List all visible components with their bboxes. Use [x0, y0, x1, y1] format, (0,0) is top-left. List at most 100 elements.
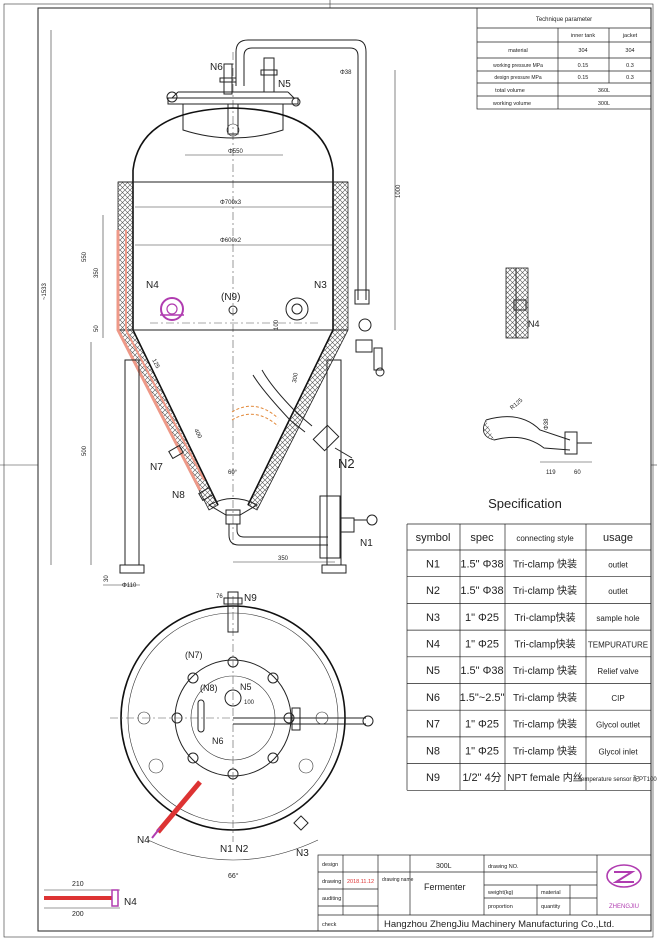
tb-date: 2018.11.12 — [347, 879, 374, 885]
n9-port-elevation — [228, 305, 238, 315]
dim-h550: 550 — [82, 251, 88, 262]
spec-cell-symbol: N3 — [426, 612, 440, 624]
spec-cell-symbol: N5 — [426, 665, 440, 677]
spec-cell-style: Tri-clamp快装 — [514, 637, 575, 650]
plan-label-n9: N9 — [244, 593, 257, 604]
tb-drawing: drawing — [322, 879, 341, 885]
n3-port-elevation — [285, 297, 309, 321]
label-n9: (N9) — [221, 292, 240, 303]
spec-cell-usage: TEMPURATURE — [588, 640, 648, 649]
elevation-labels: N6 N5 N4 N3 (N9) N7 N8 N2 N1 Φ38 Φ550 Φ7… — [42, 62, 402, 589]
plan-label-n4: N4 — [137, 835, 150, 846]
label-n7: N7 — [150, 462, 163, 473]
spec-cell-symbol: N1 — [426, 558, 440, 570]
tech-row-inner: 360L — [598, 88, 610, 94]
detail-n4-label: N4 — [528, 319, 540, 329]
spec-cell-spec: 1/2" 4分 — [462, 771, 501, 784]
spec-cell-symbol: N6 — [426, 692, 440, 704]
label-n2: N2 — [338, 456, 355, 471]
spec-cell-spec: 1" Φ25 — [465, 638, 499, 650]
dim-h500: 500 — [82, 445, 88, 456]
spec-cell-usage: Glycol inlet — [598, 747, 638, 756]
dim-d110: Φ110 — [122, 583, 137, 589]
n2-outlet — [252, 369, 353, 459]
tank-legs — [119, 359, 347, 574]
spec-cell-usage: Relief valve — [597, 667, 639, 676]
dim-d700x3: Φ700x3 — [220, 200, 242, 206]
tb-proportion: proportion — [488, 904, 513, 910]
technique-parameter-table: Technique parameter inner tank jacket ma… — [476, 7, 652, 110]
spec-cell-style: NPT female 内丝 — [507, 771, 582, 784]
dim-h1533: ~1533 — [42, 282, 48, 300]
spec-cell-usage: CIP — [611, 694, 624, 703]
tech-header-jacket: jacket — [622, 33, 638, 39]
plan-label-n7: (N7) — [185, 650, 203, 660]
tech-row-inner: 304 — [578, 48, 587, 54]
tech-row-inner: 300L — [598, 101, 610, 107]
dim-h30: 30 — [104, 575, 110, 582]
dim-d600x2: Φ600x2 — [220, 238, 242, 244]
dim-d60: 60 — [574, 470, 581, 476]
dim-r125: R125 — [509, 397, 524, 411]
spec-cell-symbol: N8 — [426, 745, 440, 757]
dim-n4-210: 210 — [72, 881, 84, 888]
tech-row-inner: 0.15 — [578, 75, 589, 81]
tb-auditing: auditing — [322, 896, 341, 902]
tech-row-label: total volume — [495, 88, 525, 94]
dim-l125: 125 — [150, 358, 160, 370]
tech-table-title: Technique parameter — [536, 17, 592, 23]
dim-pd100: 100 — [244, 700, 255, 706]
spec-cell-style: Tri-clamp 快装 — [513, 744, 577, 757]
dim-h1000: 1000 — [396, 184, 402, 198]
company-logo: ZHENGJIU — [606, 864, 642, 910]
spec-cell-spec: 1" Φ25 — [465, 745, 499, 757]
tb-design: design — [322, 862, 338, 868]
spec-cell-spec: 1.5" Φ38 — [460, 585, 503, 597]
spec-cell-usage: sample hole — [596, 614, 640, 623]
elevation-view — [50, 30, 396, 586]
spec-cell-style: Tri-clamp 快装 — [513, 557, 577, 570]
spec-cell-usage: Glycol outlet — [596, 721, 641, 730]
glycol-jacket-coil — [116, 230, 202, 491]
dim-d550: Φ550 — [228, 149, 243, 155]
n4-port-elevation — [160, 297, 184, 321]
spec-cell-spec: 1.5" Φ38 — [460, 665, 503, 677]
tech-header-inner: inner tank — [571, 33, 595, 39]
label-n6: N6 — [210, 62, 223, 73]
spec-cell-style: Tri-clamp快装 — [514, 611, 575, 624]
tech-row-jacket: 0.3 — [626, 63, 634, 69]
dim-l300: 300 — [292, 372, 300, 384]
spec-cell-style: Tri-clamp 快装 — [513, 718, 577, 731]
dim-h100: 100 — [274, 319, 280, 330]
dim-d38: Φ38 — [340, 70, 352, 76]
plan-labels: N9 (N7) (N8) N5 N6 N4 N1 N2 N3 76 100 66… — [137, 593, 309, 880]
dim-n4-200: 200 — [72, 911, 84, 918]
tb-volume: 300L — [436, 863, 452, 870]
tech-row-jacket: 304 — [625, 48, 634, 54]
label-n1: N1 — [360, 538, 373, 549]
spec-cell-style: Tri-clamp 快装 — [513, 584, 577, 597]
tb-drawing-name: drawing name — [382, 877, 414, 883]
plan-label-n5: N5 — [240, 682, 252, 692]
tech-row-label: design pressure MPa — [494, 75, 541, 81]
tech-row-label: working volume — [492, 101, 531, 107]
spec-cell-spec: 1.5" Φ38 — [460, 558, 503, 570]
dim-d119: 119 — [546, 470, 556, 476]
spec-header: connecting style — [516, 534, 574, 543]
dimension-lines — [50, 30, 396, 586]
tb-name: Fermenter — [424, 882, 466, 892]
spec-cell-usage: outlet — [608, 560, 628, 569]
plan-label-n6: N6 — [212, 736, 224, 746]
dim-h350: 350 — [94, 267, 100, 278]
spec-cell-spec: 1" Φ25 — [465, 612, 499, 624]
spec-cell-style: Tri-clamp 快装 — [513, 664, 577, 677]
label-n4: N4 — [146, 280, 159, 291]
plan-view — [110, 591, 374, 861]
tech-row-jacket: 0.3 — [626, 75, 634, 81]
cip-pipe — [235, 39, 385, 377]
tb-material: material — [541, 890, 561, 896]
spec-cell-symbol: N4 — [426, 638, 440, 650]
top-fittings — [219, 57, 278, 137]
dim-d38b: Φ38 — [544, 418, 550, 430]
